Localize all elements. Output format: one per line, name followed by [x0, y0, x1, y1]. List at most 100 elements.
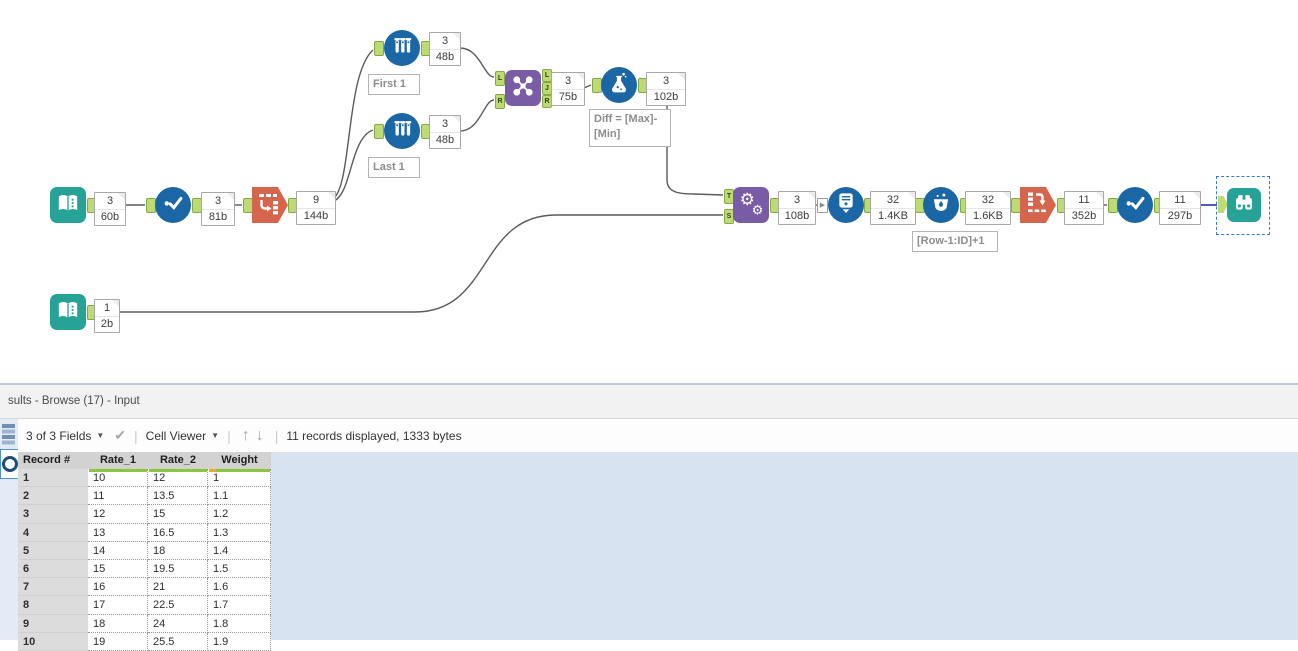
- value-cell[interactable]: 14: [88, 541, 148, 560]
- input-data-tool-2[interactable]: [50, 294, 86, 330]
- value-cell[interactable]: 13.5: [148, 487, 208, 506]
- cell-viewer-dropdown[interactable]: Cell Viewer ▼: [145, 428, 220, 443]
- input-data-tool[interactable]: [50, 187, 86, 223]
- value-cell[interactable]: 1.3: [208, 523, 271, 542]
- profile-view-icon[interactable]: [0, 449, 19, 479]
- annotation-sample-last[interactable]: 3 48b: [429, 115, 461, 149]
- comment-sample-last[interactable]: Last 1: [368, 157, 420, 178]
- value-cell[interactable]: 24: [148, 614, 208, 633]
- select-tool[interactable]: [155, 187, 191, 223]
- annotation-generate-rows[interactable]: 32 1.4KB: [870, 191, 916, 225]
- value-cell[interactable]: 1.6: [208, 578, 271, 597]
- value-cell[interactable]: 13: [88, 523, 148, 542]
- value-cell[interactable]: 1.7: [208, 596, 271, 615]
- comment-multi-row[interactable]: [Row-1:ID]+1: [912, 231, 998, 252]
- value-cell[interactable]: 16.5: [148, 523, 208, 542]
- connection-wire[interactable]: [583, 84, 592, 89]
- connection-wire[interactable]: [333, 49, 374, 199]
- record-number-cell[interactable]: 6: [18, 559, 88, 579]
- column-header-rate2[interactable]: Rate_2: [148, 452, 208, 472]
- record-number-cell[interactable]: 2: [18, 487, 88, 506]
- join-input-anchor-L[interactable]: L: [495, 71, 505, 86]
- join-tool[interactable]: [505, 70, 541, 106]
- connection-wire[interactable]: [459, 99, 495, 132]
- value-cell[interactable]: 10: [88, 469, 148, 488]
- input-anchor[interactable]: [243, 198, 253, 213]
- record-number-cell[interactable]: 4: [18, 523, 88, 542]
- connection-wire[interactable]: [666, 106, 724, 196]
- annotation-join[interactable]: 3 75b: [551, 72, 585, 106]
- value-cell[interactable]: 18: [88, 614, 148, 633]
- connection-wire[interactable]: [119, 214, 723, 313]
- value-cell[interactable]: 1.9: [208, 632, 271, 651]
- browse-tool[interactable]: [1227, 188, 1261, 222]
- input-anchor[interactable]: ▶: [817, 198, 828, 213]
- workflow-canvas[interactable]: 3 60b 3 81b 9 144b: [0, 0, 1298, 383]
- value-cell[interactable]: 19: [88, 632, 148, 651]
- input-anchor[interactable]: [374, 41, 384, 56]
- column-header-record[interactable]: Record #: [18, 452, 88, 469]
- value-cell[interactable]: 15: [88, 559, 148, 579]
- annotation-formula[interactable]: 3 102b: [646, 72, 686, 106]
- input-anchor[interactable]: [1011, 198, 1021, 213]
- record-number-cell[interactable]: 9: [18, 614, 88, 633]
- column-header-weight[interactable]: Weight: [208, 452, 271, 472]
- comment-formula[interactable]: Diff = [Max]-[Min]: [589, 109, 671, 147]
- value-cell[interactable]: 21: [148, 578, 208, 597]
- append-fields-tool[interactable]: ⚙⚙: [733, 187, 769, 223]
- value-cell[interactable]: 18: [148, 541, 208, 560]
- table-view-icon[interactable]: [1, 423, 16, 450]
- record-number-cell[interactable]: 8: [18, 596, 88, 615]
- record-number-cell[interactable]: 5: [18, 541, 88, 560]
- value-cell[interactable]: 1: [208, 469, 271, 488]
- value-cell[interactable]: 25.5: [148, 632, 208, 651]
- value-cell[interactable]: 22.5: [148, 596, 208, 615]
- annotation-multi-row[interactable]: 32 1.6KB: [965, 191, 1011, 225]
- multi-row-formula-tool[interactable]: [923, 187, 959, 223]
- annotation-select1[interactable]: 3 81b: [201, 192, 235, 226]
- annotation-cross-tab[interactable]: 11 352b: [1064, 191, 1104, 225]
- value-cell[interactable]: 16: [88, 578, 148, 597]
- column-header-rate1[interactable]: Rate_1: [88, 452, 148, 472]
- value-cell[interactable]: 15: [148, 505, 208, 524]
- sample-tool-last[interactable]: [384, 113, 420, 149]
- arrow-up-icon[interactable]: ↑: [241, 426, 250, 444]
- input-anchor[interactable]: [374, 124, 384, 139]
- value-cell[interactable]: 11: [88, 487, 148, 506]
- fields-dropdown[interactable]: 3 of 3 Fields ▼: [26, 428, 105, 443]
- annotation-transpose[interactable]: 9 144b: [296, 191, 336, 225]
- record-number-cell[interactable]: 3: [18, 505, 88, 524]
- sample-tool-first[interactable]: [384, 30, 420, 66]
- input-anchor[interactable]: [1218, 196, 1228, 213]
- record-number-cell[interactable]: 7: [18, 578, 88, 597]
- annotation-input1[interactable]: 3 60b: [94, 192, 126, 226]
- select-tool-2[interactable]: [1117, 187, 1153, 223]
- connection-wire[interactable]: [333, 129, 374, 202]
- annotation-select2[interactable]: 11 297b: [1159, 191, 1201, 225]
- value-cell[interactable]: 1.5: [208, 559, 271, 579]
- formula-tool[interactable]: [601, 67, 637, 103]
- generate-rows-tool[interactable]: [828, 187, 864, 223]
- join-input-anchor-R[interactable]: R: [495, 94, 505, 109]
- value-cell[interactable]: 1.2: [208, 505, 271, 524]
- value-cell[interactable]: 19.5: [148, 559, 208, 579]
- comment-sample-first[interactable]: First 1: [368, 74, 420, 95]
- annotation-input2[interactable]: 1 2b: [94, 299, 120, 333]
- record-number-cell[interactable]: 1: [18, 469, 88, 488]
- value-cell[interactable]: 1.4: [208, 541, 271, 560]
- annotation-sample-first[interactable]: 3 48b: [429, 32, 461, 66]
- arrow-down-icon[interactable]: ↓: [255, 426, 264, 444]
- connection-wire[interactable]: [459, 47, 495, 78]
- value-cell[interactable]: 1.1: [208, 487, 271, 506]
- value-cell[interactable]: 12: [148, 469, 208, 488]
